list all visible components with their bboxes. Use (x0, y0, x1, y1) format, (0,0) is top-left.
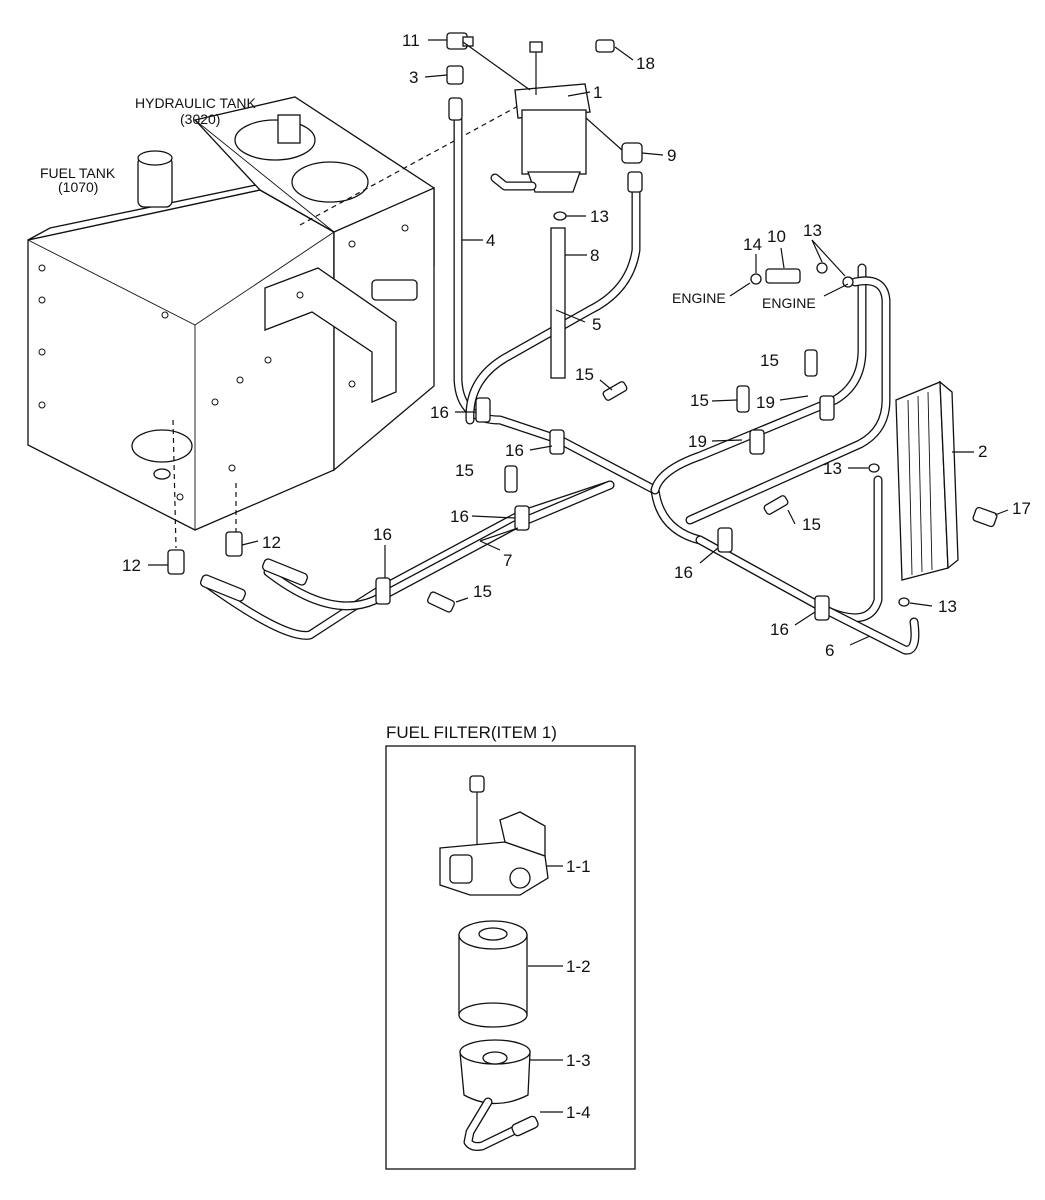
callout-7: 7 (503, 551, 512, 570)
callout-13-cooler-bottom: 13 (938, 597, 957, 616)
callout-11: 11 (402, 31, 420, 50)
callout-16-b: 16 (505, 441, 524, 460)
callout-15-f: 15 (802, 515, 821, 534)
filter-drain-1-4 (463, 1097, 539, 1151)
callout-12-left: 12 (122, 556, 141, 575)
callouts: 11 3 1 18 9 13 4 8 5 14 10 13 ENGINE ENG… (122, 31, 1031, 660)
fuel-tank-code: (1070) (58, 179, 98, 195)
callout-19-a: 19 (756, 393, 775, 412)
tank-assembly: HYDRAULIC TANK (3020) FUEL TANK (1070) (27, 95, 521, 549)
callout-15-c: 15 (690, 391, 709, 410)
callout-10: 10 (767, 227, 786, 246)
fuel-filter-inset: FUEL FILTER(ITEM 1) 1-1 1-2 1 (385, 723, 636, 1170)
callout-6: 6 (825, 641, 834, 660)
callout-16-a: 16 (430, 403, 449, 422)
inset-part-1-2: 1-2 (566, 957, 591, 976)
callout-16-c: 16 (450, 507, 469, 526)
callout-16-e: 16 (674, 563, 693, 582)
callout-15-d: 15 (455, 461, 474, 480)
callout-12-right: 12 (262, 533, 281, 552)
engine-label-1: ENGINE (672, 290, 726, 306)
callout-14: 14 (743, 235, 762, 254)
callout-13-cooler-top: 13 (823, 459, 842, 478)
callout-17: 17 (1012, 499, 1031, 518)
filter-head-1-1 (439, 775, 549, 896)
callout-16-d: 16 (373, 525, 392, 544)
hydraulic-tank-label: HYDRAULIC TANK (135, 95, 257, 111)
filter-and-fittings (167, 32, 998, 613)
callout-8: 8 (590, 246, 599, 265)
callout-19-b: 19 (688, 432, 707, 451)
hydraulic-tank-code: (3020) (180, 111, 220, 127)
leader-lines (148, 39, 1009, 646)
callout-16-f: 16 (770, 620, 789, 639)
callout-13-filter: 13 (590, 207, 609, 226)
callout-4: 4 (486, 231, 495, 250)
inset-part-1-4: 1-4 (566, 1103, 591, 1122)
callout-13-engine: 13 (803, 221, 822, 240)
callout-3: 3 (409, 68, 418, 87)
engine-label-2: ENGINE (762, 295, 816, 311)
callout-5: 5 (592, 315, 601, 334)
inset-part-1-1: 1-1 (566, 857, 591, 876)
callout-15-e: 15 (473, 582, 492, 601)
callout-15-a: 15 (760, 351, 779, 370)
inset-part-1-3: 1-3 (566, 1051, 591, 1070)
inset-title: FUEL FILTER(ITEM 1) (386, 723, 557, 742)
callout-15-b: 15 (575, 365, 594, 384)
filter-element-1-2 (458, 920, 528, 1028)
fuel-pipes (199, 115, 920, 655)
fuel-tank-label: FUEL TANK (40, 165, 116, 181)
callout-9: 9 (667, 146, 676, 165)
filter-bowl-1-3 (459, 1039, 531, 1105)
callout-1: 1 (593, 83, 602, 102)
callout-18: 18 (636, 54, 655, 73)
callout-2: 2 (978, 442, 987, 461)
